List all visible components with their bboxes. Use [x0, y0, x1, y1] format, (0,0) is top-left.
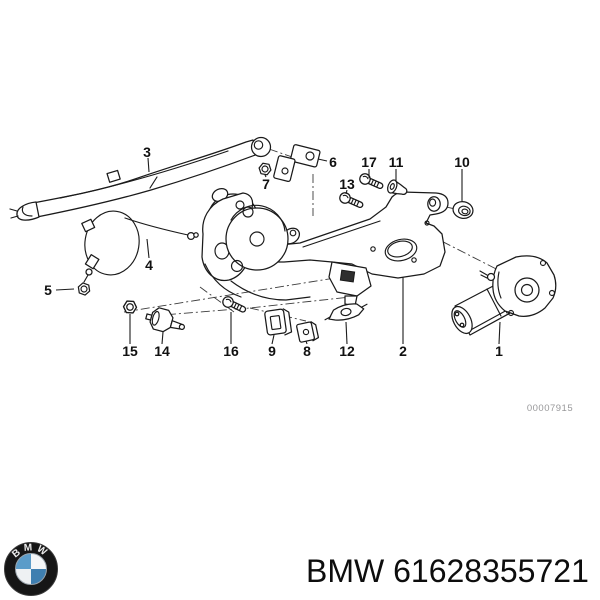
- callout-4: 4: [145, 257, 153, 273]
- callout-12: 12: [339, 343, 355, 359]
- callout-leader-13: [345, 189, 348, 195]
- callout-leader-7: [264, 174, 267, 178]
- callout-9: 9: [268, 343, 276, 359]
- image-number-watermark: 00007915: [526, 403, 574, 414]
- part-mounting-frame: [261, 191, 449, 307]
- callout-15: 15: [122, 343, 138, 359]
- callout-11: 11: [389, 154, 404, 170]
- part-screw-13: [337, 190, 366, 212]
- part-number: 61628355721: [393, 553, 589, 589]
- callout-leader-9: [271, 334, 275, 345]
- callout-leader-8: [305, 340, 308, 345]
- part-screw-17: [357, 171, 386, 193]
- callout-3: 3: [143, 144, 151, 160]
- callout-leader-12: [345, 321, 348, 345]
- part-valve-14: [145, 307, 186, 333]
- part-pad-8: [296, 321, 320, 343]
- callout-10: 10: [454, 154, 470, 170]
- brand-name: BMW: [306, 553, 385, 589]
- part-wiper-motor: [451, 255, 557, 336]
- callout-13: 13: [339, 176, 355, 192]
- part-wiper-arm: [9, 136, 272, 221]
- part-pad-9: [264, 308, 293, 336]
- callout-leader-4: [146, 238, 150, 259]
- callout-5: 5: [44, 282, 52, 298]
- part-bracket-6: [273, 144, 321, 183]
- part-pivot-assembly: [201, 187, 311, 301]
- callout-1: 1: [495, 343, 503, 359]
- part-bushing-11: [387, 179, 408, 196]
- callout-leader-5: [55, 288, 75, 291]
- part-nut-15: [122, 300, 138, 314]
- callout-leader-6: [317, 158, 328, 162]
- callout-17: 17: [361, 154, 377, 170]
- callout-14: 14: [154, 343, 170, 359]
- bmw-logo: BMW: [4, 542, 58, 596]
- bmw-logo-quadrants: [15, 553, 47, 585]
- part-hose-loop: [81, 210, 199, 283]
- part-grommet-10: [452, 200, 474, 220]
- callout-2: 2: [399, 343, 407, 359]
- callout-16: 16: [223, 343, 239, 359]
- part-nut-5: [75, 281, 93, 297]
- callout-7: 7: [262, 176, 270, 192]
- part-screw-16: [220, 294, 249, 316]
- callout-8: 8: [303, 343, 311, 359]
- callout-leader-14: [161, 331, 164, 345]
- callout-leader-1: [498, 321, 501, 345]
- callout-6: 6: [329, 154, 337, 170]
- part-clamp-12: [324, 303, 368, 321]
- callout-leader-3: [147, 157, 150, 173]
- part-nut-7: [257, 162, 273, 176]
- part-number-caption: BMW 61628355721: [306, 553, 589, 590]
